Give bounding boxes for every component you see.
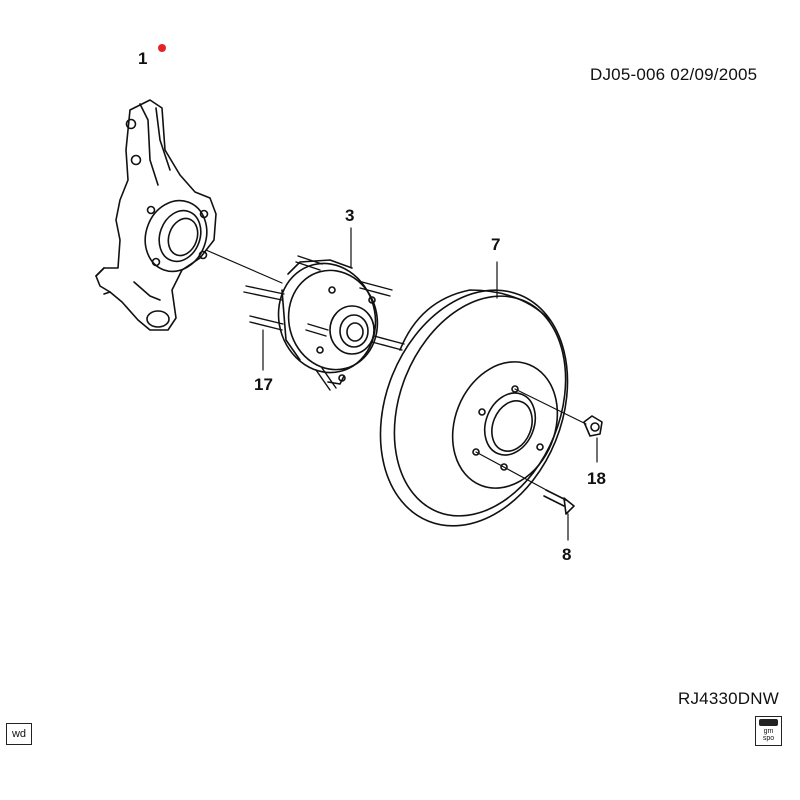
corner-tag: wd [6,723,32,745]
callout-8: 8 [562,545,572,564]
screw-part [514,388,603,437]
hub-bearing-part [243,255,405,391]
bolt-part [475,451,575,515]
knuckle-part [95,99,217,331]
callout-1: 1 [138,49,148,68]
marker-dot [158,44,166,52]
callout-7: 7 [491,235,501,254]
drawing-code: RJ4330DNW [678,689,779,708]
document-code: DJ05-006 02/09/2005 [590,65,758,84]
rotor-part [379,289,569,527]
callout-18: 18 [587,469,606,488]
callout-17: 17 [254,375,273,394]
callout-3: 3 [345,206,355,225]
